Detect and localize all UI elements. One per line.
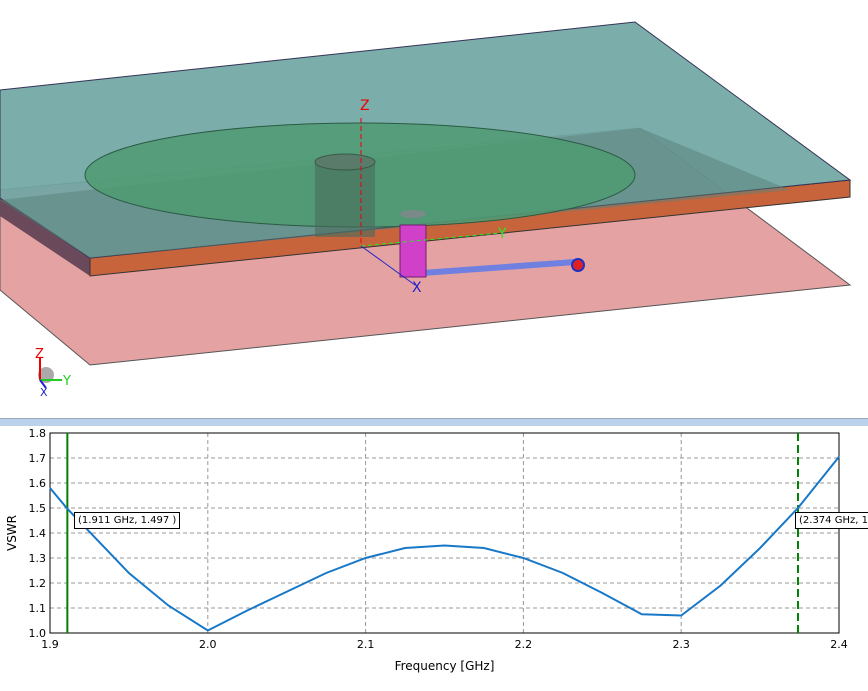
data-point bbox=[286, 591, 288, 593]
data-point bbox=[601, 592, 603, 594]
substrate-left-side bbox=[0, 198, 90, 276]
data-point bbox=[246, 610, 248, 611]
x-tick-label: 2.0 bbox=[199, 638, 217, 651]
data-point bbox=[483, 547, 485, 549]
data-point bbox=[797, 507, 799, 509]
probe-top bbox=[400, 210, 426, 218]
y-tick-label: 1.6 bbox=[29, 477, 47, 490]
triad-z-label: Z bbox=[35, 347, 44, 362]
y-tick-label: 1.5 bbox=[29, 502, 47, 515]
data-point bbox=[562, 572, 564, 574]
x-tick-label: 1.9 bbox=[41, 638, 59, 651]
x-tick-label: 2.3 bbox=[672, 638, 690, 651]
y-tick-label: 1.8 bbox=[29, 427, 47, 440]
x-tick-label: 2.1 bbox=[357, 638, 375, 651]
vswr-chart: 1.9 2.0 2.1 2.2 2.3 2.4 1.0 1.1 1.2 1.3 1.4 1.5 1.6 1… bbox=[0, 426, 868, 687]
triad-y-label: Y bbox=[62, 374, 71, 389]
antenna-model: Z Y X Z Y X bbox=[0, 21, 852, 399]
y-tick-label: 1.1 bbox=[29, 602, 47, 615]
3d-model-view[interactable]: Z Y X Z Y X bbox=[0, 0, 868, 418]
plot-frame bbox=[49, 432, 840, 634]
y-tick-label: 1.4 bbox=[29, 527, 47, 540]
y-tick-label: 1.0 bbox=[29, 627, 47, 640]
data-point bbox=[522, 557, 524, 559]
data-point bbox=[207, 630, 209, 631]
x-axis-label: X bbox=[412, 280, 422, 296]
x-axis-title: Frequency [GHz] bbox=[395, 659, 495, 673]
y-axis-label: Y bbox=[497, 226, 507, 242]
data-point bbox=[680, 615, 682, 616]
pane-splitter[interactable] bbox=[0, 418, 868, 427]
triad-x-label: X bbox=[40, 386, 48, 399]
data-point bbox=[66, 508, 68, 510]
x-tick-label: 2.4 bbox=[830, 638, 848, 651]
data-point bbox=[325, 572, 327, 574]
y-tick-label: 1.2 bbox=[29, 577, 47, 590]
y-tick-label: 1.7 bbox=[29, 452, 47, 465]
y-tick-label: 1.3 bbox=[29, 552, 47, 565]
data-point bbox=[641, 613, 643, 615]
marker-1-label: (1.911 GHz, 1.497 ) bbox=[74, 512, 181, 529]
data-point bbox=[49, 487, 51, 489]
y-axis-title: VSWR bbox=[5, 515, 19, 551]
marker-2-label: (2.374 GHz, 1. bbox=[795, 512, 868, 529]
coax-shadow bbox=[315, 162, 375, 237]
port-icon bbox=[571, 258, 585, 272]
y-axis bbox=[360, 232, 501, 247]
data-point bbox=[838, 456, 840, 458]
feed-line bbox=[421, 259, 576, 276]
data-point bbox=[128, 572, 130, 574]
x-axis bbox=[360, 245, 416, 286]
data-point bbox=[720, 585, 722, 586]
coax-top bbox=[314, 153, 376, 171]
data-point bbox=[167, 605, 169, 606]
data-point bbox=[404, 547, 406, 549]
probe bbox=[399, 224, 427, 278]
data-point bbox=[759, 547, 761, 549]
orientation-triad: Z Y X bbox=[35, 347, 71, 399]
data-point bbox=[365, 557, 367, 559]
z-axis-label: Z bbox=[360, 98, 370, 114]
data-point bbox=[444, 545, 445, 546]
x-tick-label: 2.2 bbox=[515, 638, 533, 651]
